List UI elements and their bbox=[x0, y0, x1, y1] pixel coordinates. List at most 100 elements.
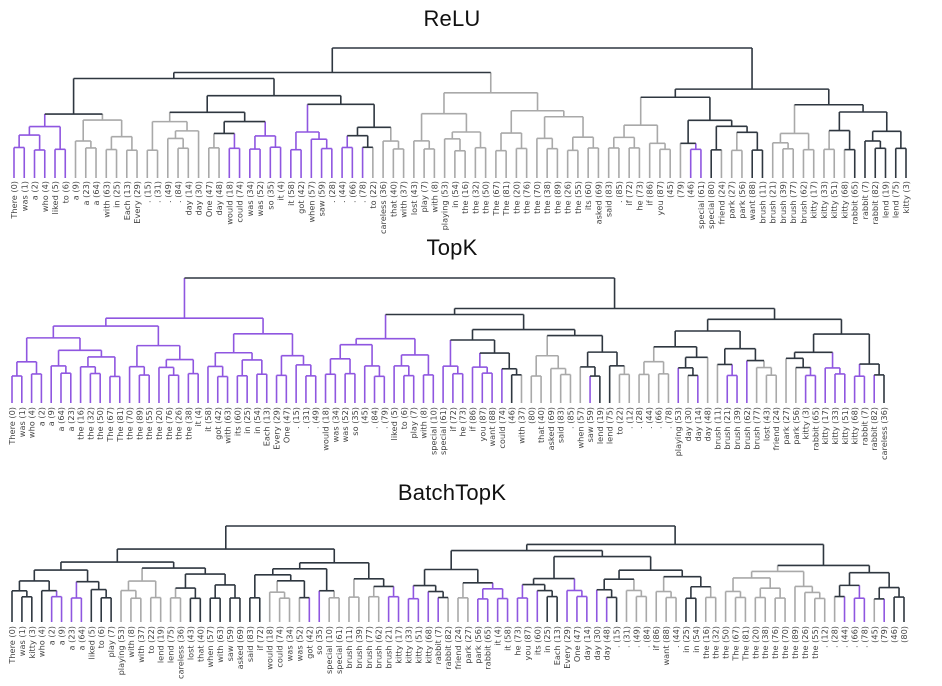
leaf-label: Every (29) bbox=[272, 407, 282, 450]
leaf-label: saw (59) bbox=[317, 181, 327, 216]
leaf-label: kitty (51) bbox=[840, 407, 850, 445]
leaf-label: . (31) bbox=[621, 626, 631, 648]
leaf-label: kitty (17) bbox=[809, 181, 819, 219]
leaf-label: so (35) bbox=[265, 181, 275, 210]
leaf-label: careless (36) bbox=[879, 407, 889, 460]
leaf-label: lend (19) bbox=[156, 626, 166, 663]
leaf-label: you (87) bbox=[477, 407, 487, 441]
leaf-label: who (4) bbox=[37, 626, 47, 657]
leaf-label: . (49) bbox=[631, 626, 641, 648]
leaf-label: the (38) bbox=[542, 181, 552, 214]
leaf-label: want (88) bbox=[487, 407, 497, 447]
leaf-label: to (6) bbox=[60, 181, 70, 203]
leaf-label: the (76) bbox=[522, 181, 532, 214]
leaf-label: . (28) bbox=[327, 181, 337, 203]
leaf-label: kitty (33) bbox=[830, 407, 840, 445]
leaf-label: rabbit (65) bbox=[850, 181, 860, 225]
leaf-label: park (27) bbox=[727, 181, 737, 219]
leaf-label: said (83) bbox=[245, 626, 255, 662]
leaf-label: playing (53) bbox=[440, 181, 450, 230]
leaf-label: (79) bbox=[675, 181, 685, 198]
leaf-label: when (57) bbox=[306, 181, 316, 223]
leaf-label: the (89) bbox=[790, 626, 800, 659]
leaf-label: . (84) bbox=[370, 407, 380, 429]
leaf-label: Each (13) bbox=[552, 626, 562, 665]
leaf-label: (79) bbox=[879, 626, 889, 643]
leaf-label: the (26) bbox=[174, 407, 184, 440]
leaf-label: . (49) bbox=[163, 181, 173, 203]
leaf-label: kitty (51) bbox=[829, 181, 839, 219]
leaf-label: friend (24) bbox=[771, 407, 781, 450]
leaf-label: One (47) bbox=[204, 181, 214, 217]
leaf-label: brush (21) bbox=[768, 181, 778, 224]
leaf-label: got (42) bbox=[304, 626, 314, 659]
leaf-label: the (26) bbox=[800, 626, 810, 659]
leaf-label: brush (21) bbox=[384, 626, 394, 669]
leaf-label: lost (43) bbox=[409, 181, 419, 215]
leaf-label: (45) bbox=[869, 626, 879, 643]
leaf-label: . (31) bbox=[301, 407, 311, 429]
leaf-label: the (70) bbox=[780, 626, 790, 659]
leaf-label: it (4) bbox=[193, 407, 203, 427]
leaf-label: it (58) bbox=[286, 181, 296, 206]
leaf-label: the (20) bbox=[154, 407, 164, 440]
leaf-label: kitty (51) bbox=[413, 626, 423, 664]
leaf-label: . (78) bbox=[859, 626, 869, 648]
leaf-label: . (79) bbox=[379, 407, 389, 429]
leaf-label: rabbit (7) bbox=[859, 407, 869, 445]
leaf-label: he (73) bbox=[634, 181, 644, 211]
leaf-label: special (61) bbox=[696, 181, 706, 229]
leaf-label: asked (69) bbox=[546, 407, 556, 450]
leaf-label: in (54) bbox=[691, 626, 701, 653]
batchtopk-title: BatchTopK bbox=[397, 480, 507, 505]
leaf-label: saw (59) bbox=[225, 626, 235, 661]
leaf-label: with (37) bbox=[136, 626, 146, 663]
leaf-label: rabbit (82) bbox=[443, 626, 453, 670]
leaf-label: . (12) bbox=[624, 407, 634, 429]
leaf-label: Each (13) bbox=[262, 407, 272, 446]
leaf-label: the (16) bbox=[701, 626, 711, 659]
leaf-label: would (18) bbox=[265, 626, 275, 670]
leaf-label: One (47) bbox=[281, 407, 291, 443]
leaf-label: special (10) bbox=[428, 407, 438, 455]
leaf-label: if (72) bbox=[255, 626, 265, 651]
leaf-label: with (8) bbox=[126, 626, 136, 658]
leaf-label: if (86) bbox=[645, 181, 655, 206]
leaf-label: was (1) bbox=[17, 407, 27, 437]
leaf-label: special (61) bbox=[334, 626, 344, 674]
leaf-label: day (30) bbox=[194, 181, 204, 215]
leaf-label: the (38) bbox=[183, 407, 193, 440]
leaf-label: in (54) bbox=[252, 407, 262, 434]
leaf-label: with (63) bbox=[215, 626, 225, 663]
leaf-label: day (48) bbox=[703, 407, 713, 441]
leaf-label: The (81) bbox=[740, 626, 750, 662]
leaf-label: (80) bbox=[526, 407, 536, 424]
leaf-label: One (47) bbox=[572, 626, 582, 662]
leaf-label: with (37) bbox=[516, 407, 526, 444]
leaf-label: to (22) bbox=[614, 407, 624, 435]
leaf-label: said (83) bbox=[556, 407, 566, 443]
leaf-label: . (49) bbox=[311, 407, 321, 429]
leaf-label: lend (19) bbox=[595, 407, 605, 444]
leaf-label: the (38) bbox=[760, 626, 770, 659]
leaf-label: its (60) bbox=[532, 626, 542, 655]
leaf-label: kitty (68) bbox=[423, 626, 433, 664]
leaf-label: brush (39) bbox=[732, 407, 742, 450]
leaf-label: park (56) bbox=[737, 181, 747, 219]
leaf-label: day (30) bbox=[592, 626, 602, 660]
leaf-label: park (27) bbox=[463, 626, 473, 664]
leaf-label: that (40) bbox=[388, 181, 398, 217]
leaf-label: it (58) bbox=[203, 407, 213, 432]
leaf-label: brush (62) bbox=[374, 626, 384, 669]
leaf-label: . (44) bbox=[337, 181, 347, 203]
leaf-label: The (81) bbox=[115, 407, 125, 443]
leaf-label: brush (77) bbox=[364, 626, 374, 669]
leaf-label: day (30) bbox=[683, 407, 693, 441]
leaf-label: friend (24) bbox=[453, 626, 463, 669]
leaf-label: kitty (3) bbox=[27, 626, 37, 658]
leaf-label: to (22) bbox=[146, 626, 156, 654]
leaf-label: kitty (33) bbox=[403, 626, 413, 664]
leaf-label: play (7) bbox=[419, 181, 429, 213]
leaf-label: . (84) bbox=[641, 626, 651, 648]
